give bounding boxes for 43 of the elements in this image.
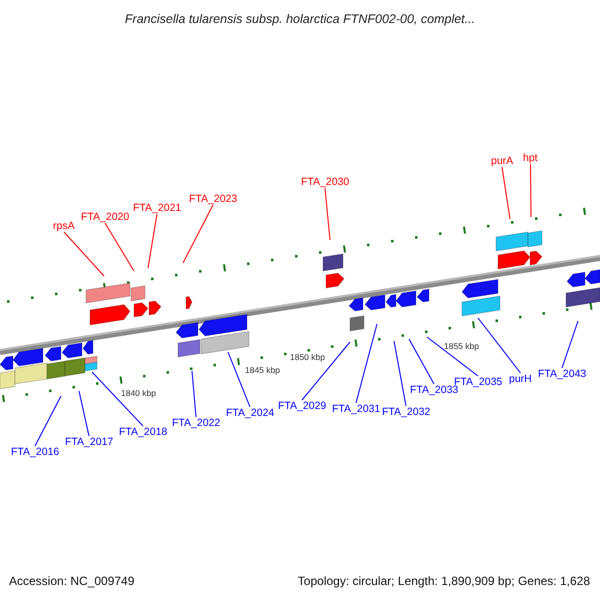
scale-label: 1855 kbp — [444, 340, 479, 352]
leader-line — [426, 336, 478, 376]
gene-label: FTA_2043 — [538, 368, 586, 380]
gene-label: rpsA — [53, 220, 75, 232]
leader-line — [530, 164, 532, 218]
gene-label: FTA_2022 — [172, 417, 220, 429]
scale-label: 1845 kbp — [245, 364, 280, 376]
gene-label: hpt — [523, 152, 538, 164]
gene-label: FTA_2030 — [301, 176, 350, 188]
gene-label: FTA_2017 — [65, 436, 114, 448]
gene-label: FTA_2018 — [119, 426, 168, 438]
gene-label: purA — [491, 155, 514, 167]
accession-text: Accession: NC_009749 — [9, 574, 134, 589]
leader-line — [92, 372, 144, 426]
gene-label: FTA_2020 — [81, 211, 130, 223]
leader-line — [228, 352, 250, 408]
leader-line — [502, 166, 510, 220]
leader-line — [562, 320, 578, 368]
genome-info-text: Topology: circular; Length: 1,890,909 bp; Genes: 1,628 — [298, 574, 590, 589]
gene-label: FTA_2031 — [332, 403, 380, 415]
leader-line — [324, 188, 330, 240]
gene-label: purH — [509, 373, 532, 385]
leader-line — [192, 370, 196, 418]
leader-line — [302, 342, 350, 400]
leader-line — [148, 214, 158, 268]
gene-label: FTA_2023 — [189, 193, 238, 205]
gene-label: FTA_2021 — [133, 202, 182, 214]
leader-line — [64, 232, 104, 276]
leader-line — [78, 390, 90, 436]
gene-label: FTA_2032 — [382, 406, 430, 418]
leader-line — [182, 204, 214, 264]
leader-line — [104, 222, 134, 272]
gene-label: FTA_2029 — [278, 400, 326, 412]
scale-label: 1850 kbp — [290, 351, 325, 363]
scale-label: 1840 kbp — [121, 387, 156, 399]
leader-line — [408, 338, 434, 384]
leader-line — [356, 324, 378, 404]
title: Francisella tularensis subsp. holarctica FTNF002-00, complet... — [124, 12, 476, 27]
leader-line — [394, 340, 406, 406]
gene-label: FTA_2016 — [11, 446, 60, 458]
leader-line — [478, 318, 521, 374]
gene-label: FTA_2024 — [226, 407, 274, 419]
leader-line — [34, 396, 62, 446]
